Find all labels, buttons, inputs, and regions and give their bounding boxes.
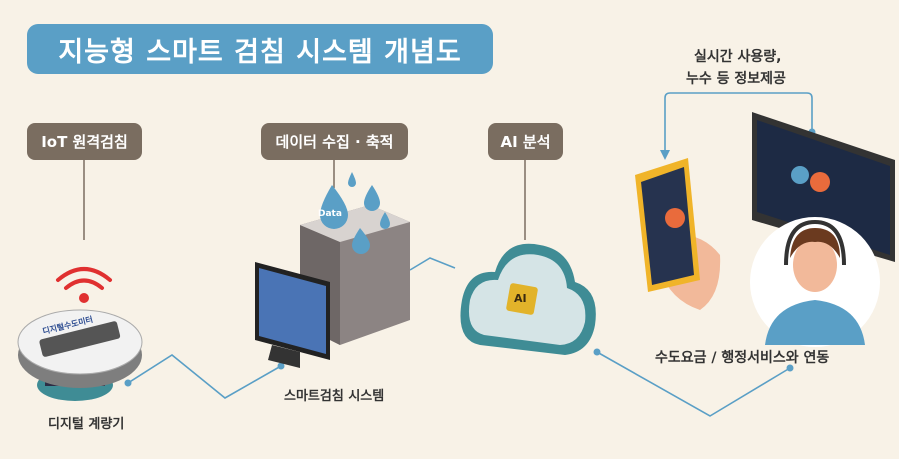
info-text-line1: 실시간 사용량, (694, 49, 782, 65)
digital-meter-illustration (17, 309, 143, 401)
tag-connectors (83, 160, 526, 240)
info-text-line2: 누수 등 정보제공 (686, 71, 786, 87)
link-dot (593, 348, 601, 356)
link-dot (124, 379, 132, 387)
data-stage-tag: 데이터 수집 · 축적 (261, 123, 408, 160)
page-title: 지능형 스마트 검침 시스템 개념도 (58, 36, 462, 68)
data-drop-label: Data (318, 209, 342, 219)
link-dot (277, 362, 285, 370)
ai-stage-tag: AI 분석 (488, 123, 563, 160)
wifi-icon (56, 267, 112, 303)
operator-avatar (750, 217, 880, 347)
system-caption: 스마트검침 시스템 (284, 389, 385, 404)
system-to-cloud-link (409, 257, 456, 271)
cloud-illustration (460, 243, 596, 355)
meter-caption: 디지털 계량기 (48, 417, 125, 432)
smartphone-illustration (635, 158, 721, 310)
info-bracket-arrow (664, 92, 813, 152)
iot-stage-tag: IoT 원격검침 (27, 123, 142, 160)
cloud-to-service-link (596, 351, 791, 417)
arrow-head-icon (660, 150, 670, 160)
ai-chip-label: AI (514, 292, 527, 305)
meter-to-system-link (127, 354, 282, 399)
title-banner: 지능형 스마트 검침 시스템 개념도 (27, 24, 493, 74)
data-drop-icons (320, 172, 390, 254)
monitor-illustration (255, 262, 330, 368)
service-caption: 수도요금 / 행정서비스와 연동 (655, 350, 830, 366)
link-dot (786, 364, 794, 372)
